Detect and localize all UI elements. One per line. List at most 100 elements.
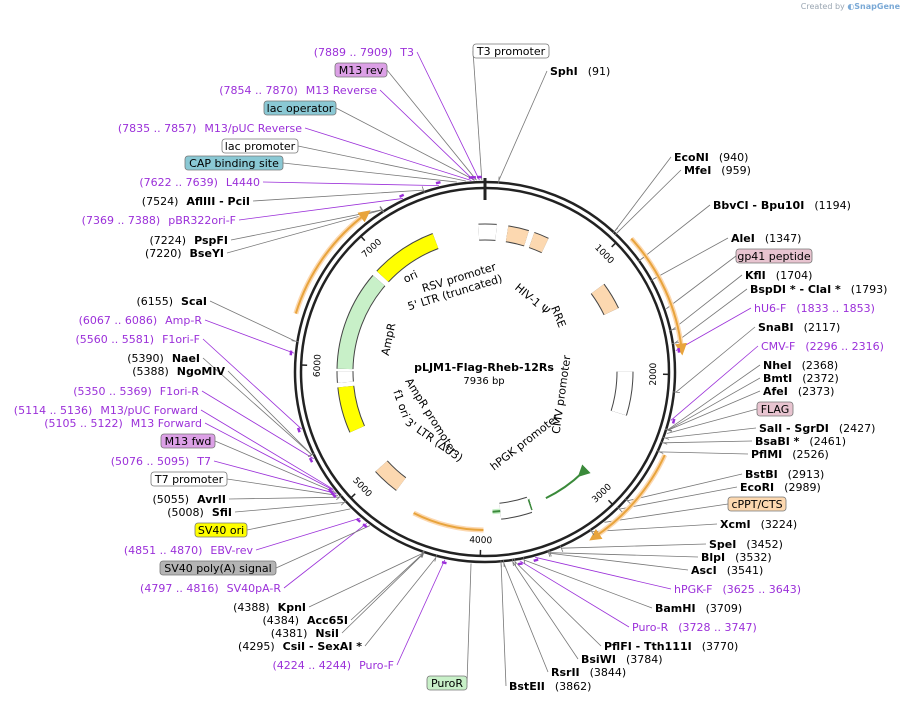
label-position: (5114 .. 5136) <box>14 404 93 417</box>
ori-feature <box>377 233 439 282</box>
enzyme-label-kpni[interactable]: KpnI(4388) <box>233 601 306 614</box>
primer-label-m13-puc-forward[interactable]: M13/pUC Forward(5114 .. 5136) <box>14 404 198 417</box>
snapgene-logo-icon: ◐ <box>847 2 855 11</box>
enzyme-label-spei[interactable]: SpeI(3452) <box>709 538 783 551</box>
primer-label-amp-r[interactable]: Amp-R (6067 .. 6086) <box>79 314 203 327</box>
leader-line <box>209 300 296 342</box>
enzyme-label-bsabi-[interactable]: BsaBI *(2461) <box>755 435 846 448</box>
enzyme-label-bmti[interactable]: BmtI(2372) <box>763 372 839 385</box>
primer-label-pbr322ori-f[interactable]: pBR322ori-F(7369 .. 7388) <box>82 214 236 227</box>
primer-binding-mark <box>441 560 447 565</box>
primer-binding-mark <box>331 492 337 499</box>
label-name: T7 <box>196 455 211 468</box>
leader-line <box>503 562 549 673</box>
enzyme-label-bbvci-bpu10i[interactable]: BbvCI - Bpu10I(1194) <box>713 199 851 212</box>
enzyme-label-nsii[interactable]: NsiI(4381) <box>271 627 339 640</box>
enzyme-label-sali-sgrdi[interactable]: SalI - SgrDI(2427) <box>759 422 875 435</box>
label-name: M13/pUC Reverse <box>204 122 302 135</box>
cut-site-mark <box>548 549 552 557</box>
label-position: (6067 .. 6086) <box>79 314 158 327</box>
enzyme-label-nhei[interactable]: NheI(2368) <box>763 359 838 372</box>
label-name: Amp-R <box>165 314 202 327</box>
enzyme-label-rsrii[interactable]: RsrII(3844) <box>551 666 626 679</box>
enzyme-label-pflmi[interactable]: PflMI(2526) <box>751 448 829 461</box>
primer-label-puro-f[interactable]: Puro-F(4224 .. 4244) <box>273 659 395 672</box>
enzyme-label-kfli[interactable]: KflI(1704) <box>745 269 812 282</box>
primer-label-m13-forward[interactable]: M13 Forward(5105 .. 5122) <box>44 417 202 430</box>
feature-box-m13-fwd[interactable]: M13 fwd <box>160 433 216 449</box>
enzyme-label-mfei[interactable]: MfeI(959) <box>684 164 751 177</box>
primer-label-cmv-f[interactable]: CMV-F(2296 .. 2316) <box>761 340 884 353</box>
enzyme-label-pflfi-tth111i[interactable]: PflFI - Tth111I(3770) <box>604 640 738 653</box>
label-name: MfeI <box>684 164 711 177</box>
primer-label-m13-reverse[interactable]: M13 Reverse(7854 .. 7870) <box>219 84 377 97</box>
cut-site-mark <box>589 528 595 536</box>
enzyme-label-csii-sexai-[interactable]: CsiI - SexAI *(4295) <box>238 640 362 653</box>
feature-box-gp41-peptide[interactable]: gp41 peptide <box>735 248 813 264</box>
feature-box-cppt-cts[interactable]: cPPT/CTS <box>727 496 787 512</box>
feature-box-m13-rev[interactable]: M13 rev <box>334 62 388 78</box>
cut-site-mark <box>340 500 347 506</box>
primer-label-m13-puc-reverse[interactable]: M13/pUC Reverse(7835 .. 7857) <box>118 122 302 135</box>
primer-label-t3[interactable]: T3(7889 .. 7909) <box>314 46 414 59</box>
feature-box-flag[interactable]: FLAG <box>756 401 794 417</box>
enzyme-label-naei[interactable]: NaeI(5390) <box>127 352 200 365</box>
primer-label-t7[interactable]: T7(5076 .. 5095) <box>111 455 211 468</box>
primer-label-hu6-f[interactable]: hU6-F(1833 .. 1853) <box>754 302 875 315</box>
feature-box-sv40-poly-a-signal[interactable]: SV40 poly(A) signal <box>159 560 277 576</box>
enzyme-label-bamhi[interactable]: BamHI(3709) <box>655 602 742 615</box>
primer-label-f1ori-f[interactable]: F1ori-F(5560 .. 5581) <box>76 333 201 346</box>
enzyme-label-avrii[interactable]: AvrII(5055) <box>153 493 226 506</box>
leader-line <box>674 288 748 344</box>
feature-box-t3-promoter[interactable]: T3 promoter <box>472 43 550 59</box>
feature-box-puror[interactable]: PuroR <box>426 675 468 691</box>
primer-label-hpgk-f[interactable]: hPGK-F(3625 .. 3643) <box>674 583 801 596</box>
enzyme-label-bsteii[interactable]: BstEII(3862) <box>509 680 591 693</box>
enzyme-label-bseyi[interactable]: BseYI(7220) <box>145 247 224 260</box>
enzyme-label-sfii[interactable]: SfiI(5008) <box>167 506 232 519</box>
leader-line <box>200 409 333 490</box>
enzyme-label-pspfi[interactable]: PspFI(7224) <box>150 234 228 247</box>
feature-box-bg <box>184 155 284 171</box>
label-position: (4384) <box>262 614 299 627</box>
enzyme-label-bstbi[interactable]: BstBI(2913) <box>745 468 824 481</box>
enzyme-label-bspdi-clai-[interactable]: BspDI * - ClaI *(1793) <box>750 283 887 296</box>
enzyme-label-asci[interactable]: AscI(3541) <box>691 564 763 577</box>
label-name: ScaI <box>181 295 207 308</box>
feature-box-sv40-ori[interactable]: SV40 ori <box>194 522 248 538</box>
label-name: NgoMIV <box>177 365 226 378</box>
tick-3000 <box>607 499 614 506</box>
feature-box-bg <box>756 401 794 417</box>
enzyme-label-econi[interactable]: EcoNI(940) <box>674 151 748 164</box>
enzyme-label-blpi[interactable]: BlpI(3532) <box>701 551 772 564</box>
primer-label-ebv-rev[interactable]: EBV-rev(4851 .. 4870) <box>124 544 254 557</box>
tick-7000 <box>360 235 366 242</box>
feature-box-lac-promoter[interactable]: lac promoter <box>221 138 299 154</box>
feature-box-lac-operator[interactable]: lac operator <box>263 100 337 116</box>
label-name: XcmI <box>720 518 751 531</box>
enzyme-label-xcmi[interactable]: XcmI(3224) <box>720 518 797 531</box>
cppt-direction-arrow <box>589 454 666 541</box>
enzyme-label-acc65i[interactable]: Acc65I(4384) <box>262 614 348 627</box>
enzyme-label-sphi[interactable]: SphI(91) <box>550 65 610 78</box>
enzyme-label-ecori[interactable]: EcoRI(2989) <box>740 481 821 494</box>
primer-label-l4440[interactable]: L4440(7622 .. 7639) <box>139 176 260 189</box>
leader-line <box>548 552 689 571</box>
enzyme-label-bsiwi[interactable]: BsiWI(3784) <box>581 653 663 666</box>
enzyme-label-ngomiv[interactable]: NgoMIV(5388) <box>132 365 225 378</box>
enzyme-label-alei[interactable]: AleI(1347) <box>731 232 801 245</box>
label-name: AscI <box>691 564 717 577</box>
enzyme-label-snabi[interactable]: SnaBI(2117) <box>758 321 840 334</box>
primer-label-puro-r[interactable]: Puro-R(3728 .. 3747) <box>632 621 757 634</box>
enzyme-label-afei[interactable]: AfeI(2373) <box>763 385 834 398</box>
leader-line <box>213 460 337 495</box>
enzyme-label-scai[interactable]: ScaI(6155) <box>136 295 207 308</box>
primer-label-sv40pa-r[interactable]: SV40pA-R(4797 .. 4816) <box>140 582 281 595</box>
label-position: (3452) <box>746 538 783 551</box>
feature-box-t7-promoter[interactable]: T7 promoter <box>150 471 228 487</box>
feature-box-label: M13 fwd <box>165 435 212 448</box>
primer-label-f1ori-r[interactable]: F1ori-R(5350 .. 5369) <box>73 385 199 398</box>
feature-box-cap-binding-site[interactable]: CAP binding site <box>184 155 284 171</box>
label-position: (3784) <box>626 653 663 666</box>
enzyme-label-afliii-pcii[interactable]: AflIII - PciI(7524) <box>142 195 250 208</box>
